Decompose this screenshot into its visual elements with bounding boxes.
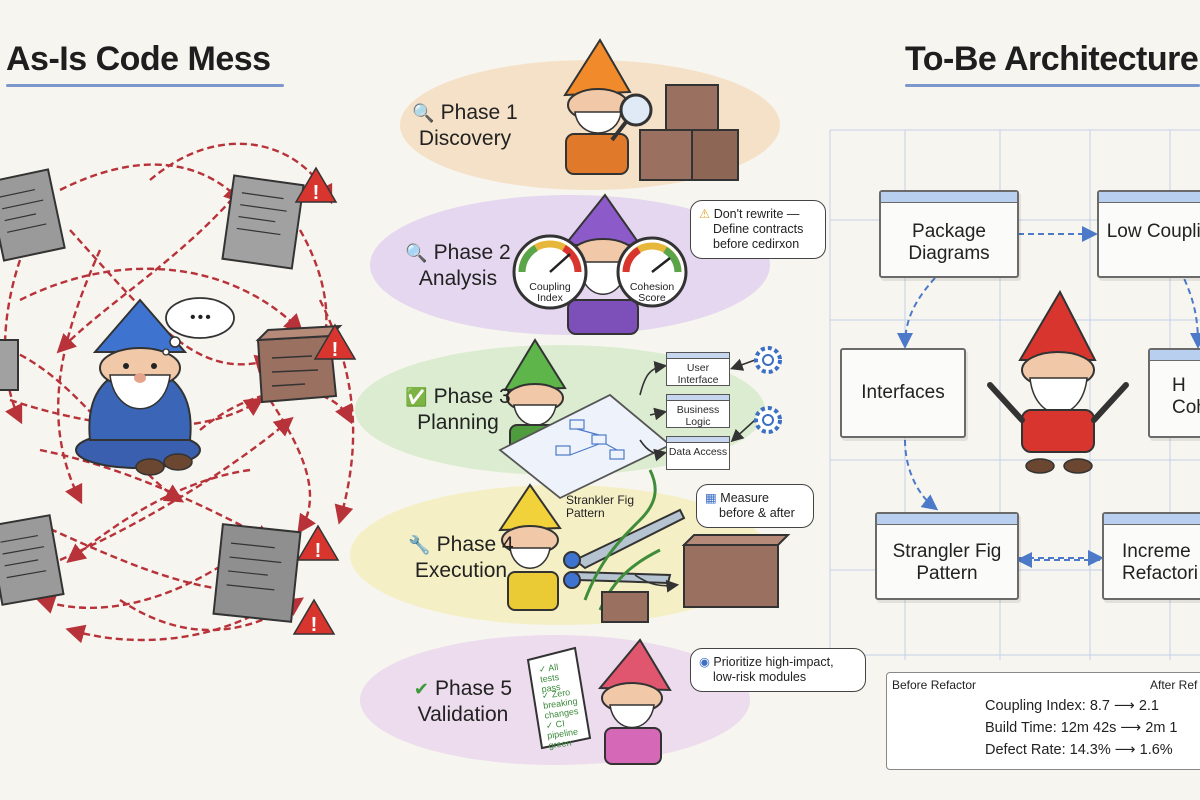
wrench-icon: 🔧 [408, 535, 431, 555]
execution-box [601, 534, 791, 623]
before-header: Before Refactor [892, 678, 977, 692]
metric-row-coupling: Coupling Index: 8.7 ⟶ 2.1 [985, 698, 1160, 714]
phase1-gnome [563, 38, 653, 175]
warning-icon: ! [292, 598, 336, 636]
as-is-underline [6, 84, 284, 87]
cohesion-score-label: Cohesion Score [629, 281, 675, 304]
high-cohesion-box: H Coh [1148, 348, 1200, 438]
after-header: After Ref [1150, 678, 1198, 692]
execution-arrow [634, 574, 680, 593]
interfaces-box: Interfaces [840, 348, 966, 438]
coupling-index-gauge [512, 234, 588, 310]
warning-icon: ! [296, 524, 340, 562]
code-sheet-5 [212, 523, 302, 623]
metric-row-build-time: Build Time: 12m 42s ⟶ 2m 1 [985, 720, 1178, 736]
svg-text:!: ! [332, 339, 339, 361]
as-is-title: As-Is Code Mess [6, 40, 271, 78]
measure-bubble: ▦ Measure before & after [696, 484, 814, 528]
metrics-panel [886, 672, 1200, 770]
incremental-refactoring-box: Increme Refactori [1102, 512, 1200, 600]
phase4-gnome [498, 483, 562, 611]
metric-row-defect-rate: Defect Rate: 14.3% ⟶ 1.6% [985, 742, 1173, 758]
code-sheet-1 [0, 168, 66, 262]
warning-icon: ! [294, 166, 338, 204]
low-coupling-box: Low Couplin [1097, 190, 1200, 278]
phase1-boxes [639, 84, 739, 181]
layer-data-access: Data Access [666, 436, 730, 470]
thought-text: ••• [190, 309, 213, 326]
magnifier-icon: 🔍 [412, 103, 435, 123]
phase5-gnome [597, 638, 672, 765]
to-be-title: To-Be Architecture [905, 40, 1199, 78]
gear-icon [754, 346, 782, 374]
svg-text:!: ! [315, 540, 322, 562]
layer-business-logic: Business Logic [666, 394, 730, 428]
stressed-blue-gnome [75, 298, 201, 476]
advice-bubble: ⚠ Don't rewrite — Define contracts befor… [690, 200, 826, 259]
code-sheet-2 [221, 174, 305, 270]
checklist-board [526, 646, 592, 750]
warning-icon: ⚠ [699, 207, 714, 221]
layer-user-interface: User Interface [666, 352, 730, 386]
architecture-arrows [897, 226, 1200, 568]
checklist-item: ✓ CI pipeline green [545, 718, 579, 751]
magnifier-icon: 🔍 [405, 243, 428, 263]
warning-icon: ! [313, 323, 357, 361]
svg-text:!: ! [311, 614, 318, 636]
target-icon: ◉ [699, 655, 714, 669]
to-be-underline [905, 84, 1200, 87]
code-sheet-4 [0, 514, 65, 606]
thought-bubble [162, 297, 235, 356]
checkmark-icon: ✔ [413, 679, 430, 699]
blueprint [498, 393, 672, 500]
chart-icon: ▦ [705, 491, 721, 505]
cohesion-score-gauge [616, 236, 688, 308]
package-diagrams-box: Package Diagrams [879, 190, 1019, 278]
gear-icon [754, 406, 782, 434]
code-sheet-3 [0, 339, 19, 391]
strangler-label: Strankler Fig Pattern [566, 493, 635, 520]
svg-text:!: ! [313, 182, 320, 204]
happy-red-gnome [987, 289, 1129, 474]
strangler-fig-box: Strangler Fig Pattern [875, 512, 1019, 600]
layer-arrows [639, 358, 756, 462]
checkmark-box-icon: ✅ [405, 387, 428, 407]
coupling-index-label: Coupling Index [529, 281, 571, 304]
prioritize-bubble: ◉ Prioritize high-impact, low-risk modul… [690, 648, 866, 692]
code-box [255, 324, 343, 404]
